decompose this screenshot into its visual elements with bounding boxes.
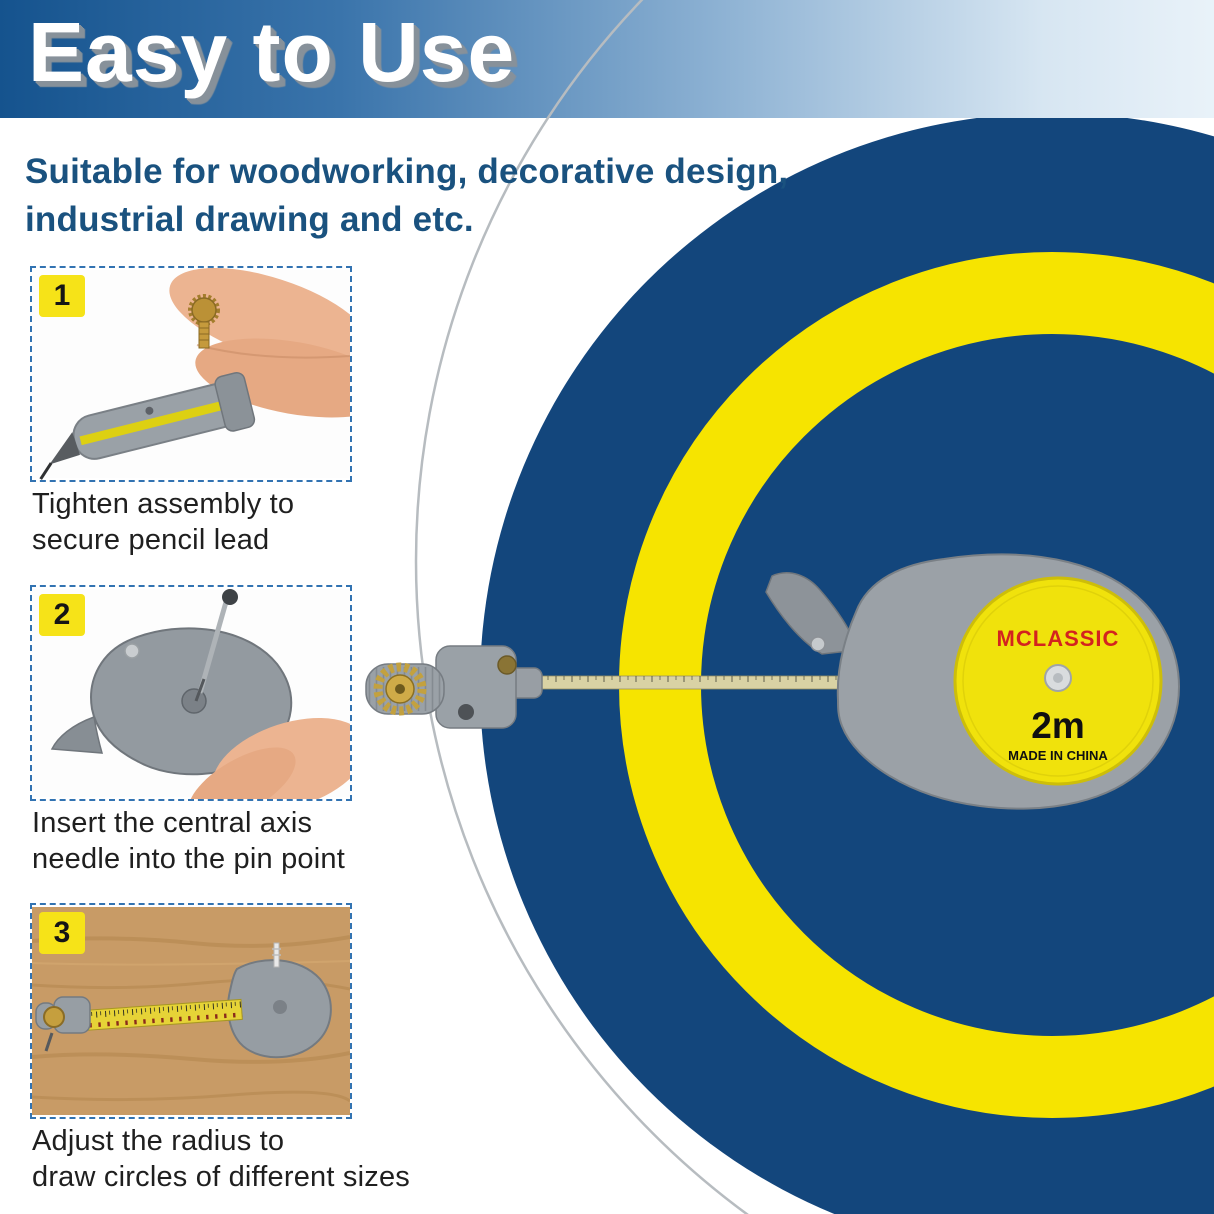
step-3-caption: Adjust the radius to draw circles of dif…: [32, 1125, 410, 1193]
step-3-photo: [32, 907, 350, 1115]
step-2-caption: Insert the central axis needle into the …: [32, 807, 345, 875]
product-label: MCLASSIC 2m MADE IN CHINA: [953, 576, 1163, 786]
step-3-badge: 3: [39, 912, 85, 954]
head-hole: [458, 704, 474, 720]
pencil-head-assembly: [365, 645, 543, 729]
lever-screw: [810, 636, 826, 652]
page-title: Easy to Use: [28, 5, 516, 99]
origin-label: MADE IN CHINA: [1008, 748, 1108, 763]
step-1-badge: 1: [39, 275, 85, 317]
hand-fingers: [188, 718, 350, 799]
step-3-photo-frame: 3: [30, 903, 352, 1119]
step-1-photo-frame: 1: [30, 266, 352, 482]
pencil-attachment: [39, 372, 256, 480]
step-2-badge: 2: [39, 594, 85, 636]
title-banner: [0, 0, 1214, 118]
capacity-label: 2m: [1031, 705, 1084, 746]
head-brass-fitting: [497, 655, 517, 675]
axis-needle: [194, 589, 238, 702]
step-2-photo: [32, 589, 350, 799]
intro-line-1: Suitable for woodworking, decorative des…: [25, 152, 789, 191]
step-2-photo-frame: 2: [30, 585, 352, 801]
intro-line-2: industrial drawing and etc.: [25, 200, 474, 239]
tape-body-back: [50, 627, 293, 776]
measuring-tape: [504, 675, 856, 690]
brass-screw-part: [188, 294, 220, 349]
head-on-wood: [35, 996, 91, 1052]
step-1-photo: [32, 268, 350, 480]
intro-text: Suitable for woodworking, decorative des…: [25, 148, 788, 244]
compass-drawn-circle: [414, 0, 750, 1214]
brass-gear-icon: [373, 662, 427, 716]
tape-body-on-wood: [227, 942, 332, 1059]
step-1-caption: Tighten assembly to secure pencil lead: [32, 488, 295, 556]
brand-name: MCLASSIC: [997, 626, 1120, 651]
tape-body: MCLASSIC 2m MADE IN CHINA: [765, 553, 1180, 810]
